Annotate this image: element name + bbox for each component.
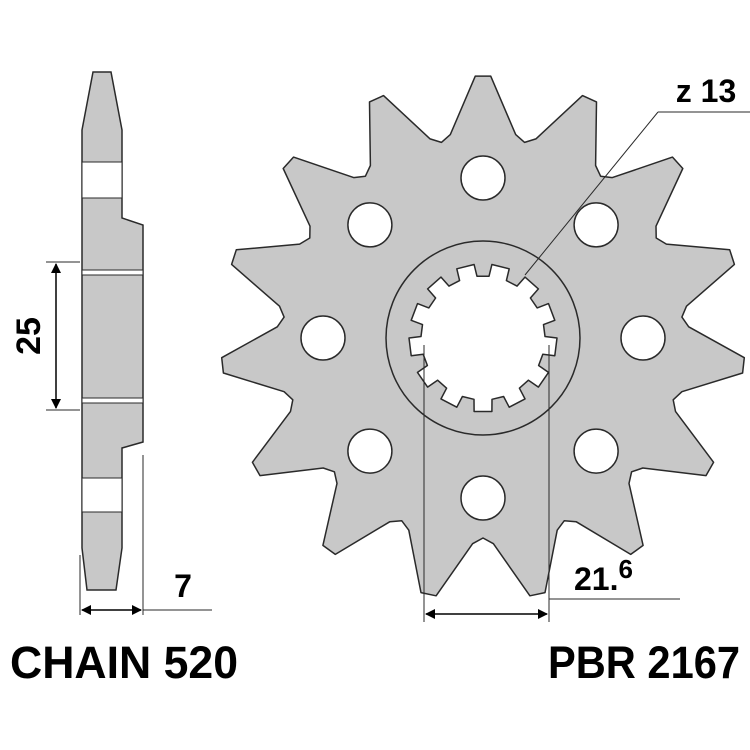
bolt-hole [347,428,393,474]
bolt-hole [300,315,346,361]
bolt-hole [460,475,506,521]
bore-label: 21.6 [574,554,633,597]
bolt-hole [573,202,619,248]
height-label: 25 [10,317,48,355]
side-profile-view [81,71,144,591]
width-dimension: 7 [79,455,212,615]
profile-band [81,269,144,276]
profile-band [81,477,123,513]
bolt-hole [460,155,506,201]
bore-dimension: 21.6 [423,345,680,622]
teeth-leader-line [524,111,659,276]
bolt-hole [620,315,666,361]
part-label: PBR 2167 [548,637,740,688]
spline-bore [408,263,558,413]
height-dimension: 25 [10,261,80,411]
front-view [220,75,746,597]
bore-label-main: 21. [574,561,618,597]
chain-label: CHAIN 520 [10,637,238,688]
width-label: 7 [174,568,192,604]
teeth-label: z 13 [676,73,736,109]
bolt-holes [300,155,666,521]
bolt-hole [347,202,393,248]
profile-band [81,161,123,199]
bolt-hole [573,428,619,474]
bore-label-superscript: 6 [618,554,632,584]
teeth-callout: z 13 [524,73,750,276]
profile-band [81,397,144,404]
profile-body [81,71,144,591]
